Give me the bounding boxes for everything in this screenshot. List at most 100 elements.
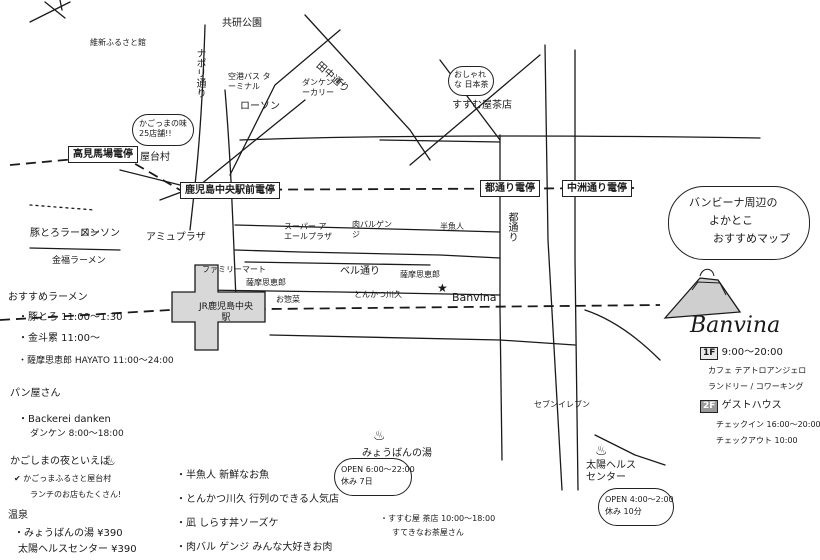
- onsen-item-1: ・みょうばんの湯 ¥390: [14, 528, 123, 539]
- landmark-amu: アミュプラザ: [146, 232, 206, 243]
- landmark-satsuma: 薩摩思恵郎: [246, 278, 286, 287]
- floor1-row: 1F 9:00〜20:00: [700, 347, 783, 360]
- street-line: [244, 261, 431, 266]
- taiyo-hours: OPEN 4:00〜2:00: [605, 495, 674, 504]
- landmark-sweets-cafe: すすむ屋茶店: [452, 100, 512, 111]
- yatai-note: かごっまの味 25店舗!!: [139, 119, 187, 138]
- checkout: チェックアウト 10:00: [716, 436, 798, 445]
- landmark-familymart: ファミリーマート: [202, 265, 266, 274]
- floor1-hours: 9:00〜20:00: [721, 347, 783, 358]
- checkin: チェックイン 16:00〜20:00: [716, 420, 820, 429]
- cup-icon: ♨: [105, 454, 116, 468]
- station-jr: JR鹿児島中央駅: [199, 302, 253, 323]
- bottom-item-4: ・肉バル ゲンジ みんな大好きお肉: [176, 542, 333, 553]
- yatai-bubble: かごっまの味 25店舗!!: [132, 114, 194, 146]
- landmark-miyoshi: みょうばんの湯: [362, 448, 432, 459]
- taiyo-hours-bubble: OPEN 4:00〜2:00 休み 10分: [598, 488, 674, 526]
- miyoshi-hours-bubble: OPEN 6:00〜22:00 休み 7日: [334, 458, 415, 496]
- station-nakasu: 中洲通り電停: [562, 180, 632, 197]
- onsen-icon: ♨: [595, 443, 608, 459]
- landmark-dankerei: ダンケン ベーカリー: [302, 78, 345, 97]
- tea-item-1: ・すすむ屋 茶店 10:00〜18:00: [380, 514, 496, 523]
- street-line: [29, 204, 96, 211]
- ramen-item-3: ・薩摩思恵郎 HAYATO 11:00〜24:00: [18, 356, 174, 366]
- floor2-badge: 2F: [700, 400, 719, 413]
- bread-header: パン屋さん: [10, 388, 61, 399]
- landmark-super: スーパー アエールプラザ: [284, 222, 332, 241]
- bottom-item-1: ・半魚人 新鮮なお魚: [176, 470, 270, 481]
- tram-line: [9, 154, 641, 191]
- street-line: [199, 289, 501, 296]
- street-line: [269, 334, 576, 346]
- volcano-icon: [663, 268, 742, 319]
- ramen-item-1: ・豚とろ 11:00〜1:30: [18, 312, 123, 323]
- taiyo-holiday: 休み 10分: [605, 507, 642, 516]
- onsen-header: 温泉: [8, 510, 28, 521]
- street-line: [234, 224, 501, 233]
- landmark-bus-terminal: 空港バス ターミナル: [228, 72, 271, 91]
- ramen-item-2: ・金斗累 11:00〜: [18, 333, 100, 344]
- title-line1: バンビーナ周辺の: [689, 196, 778, 209]
- landmark-yatai: 屋台村: [140, 152, 170, 163]
- jr-station-shape: [171, 264, 266, 351]
- landmark-park: 共研公園: [222, 18, 262, 29]
- floor2-row: 2F ゲストハウス: [700, 400, 782, 413]
- landmark-banvina: Banvina: [452, 291, 497, 304]
- onsen-icon: ♨: [373, 428, 386, 444]
- street-line: [239, 135, 761, 141]
- street-label-miyako: 都通り: [506, 212, 517, 242]
- tea-item-2: すてきなお茶屋さん: [392, 528, 464, 537]
- landmark-taiyo: 太陽ヘルスセンター: [586, 460, 636, 483]
- street-line: [189, 24, 206, 231]
- station-chuoekimae: 鹿児島中央駅前電停: [180, 182, 280, 199]
- miyoshi-hours: OPEN 6:00〜22:00: [341, 465, 415, 474]
- street-line: [224, 89, 237, 301]
- floor1-desc1: カフェ テアトロアンジェロ: [708, 366, 807, 375]
- landmark-butatoro: 豚とろラーメン: [30, 228, 100, 239]
- street-line: [574, 49, 579, 491]
- tram-line: [0, 304, 661, 321]
- street-line: [304, 14, 431, 161]
- landmark-tonkatsu: とんかつ川久: [354, 290, 402, 299]
- street-line: [584, 309, 661, 361]
- lunch-note: ランチのお店もたくさん!: [30, 490, 122, 499]
- bread-item-1: ・Backerei danken: [18, 414, 111, 425]
- floor1-desc2: ランドリー / コワーキング: [708, 382, 804, 391]
- street-label-napori: ナポリ通り: [194, 48, 205, 98]
- street-line: [594, 434, 666, 466]
- north-arrow-icon: [29, 0, 71, 23]
- floor2-desc: ゲストハウス: [721, 400, 782, 411]
- sweets-note: おしゃれな 日本茶: [454, 70, 489, 89]
- miyoshi-holiday: 休み 7日: [341, 477, 373, 486]
- bottom-item-2: ・とんかつ川久 行列のできる人気店: [176, 494, 339, 505]
- street-line: [379, 139, 501, 143]
- bottom-item-3: ・凪 しらす丼ソーズケ: [176, 518, 279, 529]
- floor1-badge: 1F: [700, 347, 719, 360]
- street-line: [29, 247, 121, 251]
- landmark-ishin: 維新ふるさと館: [90, 38, 146, 47]
- street-line: [544, 44, 563, 491]
- landmark-rawson-left: ローソン: [80, 228, 120, 239]
- landmark-satsuma2: 薩摩思恵郎: [400, 270, 440, 279]
- landmark-okazuya: お惣菜: [276, 295, 300, 304]
- bread-item-1b: ダンケン 8:00〜18:00: [30, 429, 124, 439]
- ramen-header: おすすめラーメン: [8, 292, 88, 303]
- landmark-rawson-top: ローソン: [240, 101, 280, 112]
- landmark-kinpuku: 金福ラーメン: [52, 256, 106, 266]
- title-line2: よかとこ: [709, 214, 753, 227]
- street-line: [229, 29, 341, 176]
- street-label-bell: ベル通り: [340, 266, 380, 277]
- landmark-hannya: 半魚人: [440, 222, 464, 231]
- street-line: [409, 54, 541, 166]
- landmark-seven: セブンイレブン: [534, 400, 590, 409]
- station-tenmonkan: 都通り電停: [480, 180, 540, 197]
- yatai-list-note: ✔ かごっまふるさと屋台村: [14, 474, 112, 483]
- banvina-star-icon: ★: [437, 281, 448, 295]
- street-line: [234, 249, 501, 259]
- kagoshima-note: かごしまの夜といえば: [10, 456, 110, 467]
- title-cloud: バンビーナ周辺の よかとこ おすすめマップ: [668, 186, 810, 260]
- banvina-logo: Banvina: [690, 313, 781, 338]
- sweets-bubble: おしゃれな 日本茶: [448, 66, 494, 96]
- onsen-item-2: 太陽ヘルスセンター ¥390: [18, 544, 137, 555]
